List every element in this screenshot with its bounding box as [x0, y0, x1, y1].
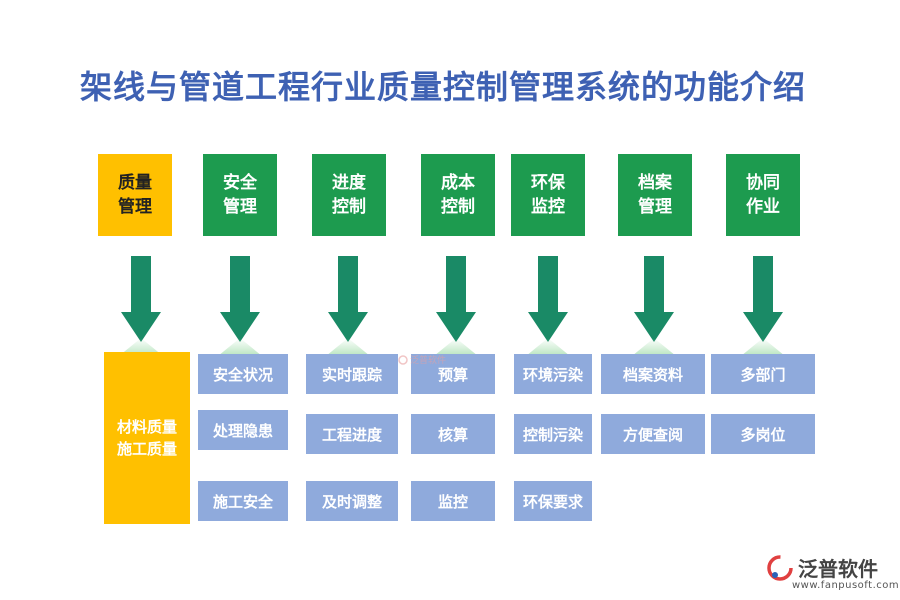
- sub-item: 处理隐患: [198, 410, 288, 450]
- header-line2: 控制: [441, 197, 475, 217]
- header-collaborative-work: 协同 作业: [726, 154, 800, 236]
- sub-item: 控制污染: [514, 414, 592, 454]
- brand-url: www.fanpusoft.com: [792, 580, 900, 591]
- header-line2: 作业: [746, 197, 780, 217]
- header-line1: 成本: [441, 173, 475, 193]
- down-arrow-icon: [528, 256, 568, 342]
- sub-item: 方便查阅: [601, 414, 705, 454]
- fanpu-logo-icon: [767, 554, 793, 581]
- sub-item: 预算: [411, 354, 495, 394]
- header-line2: 管理: [118, 197, 152, 217]
- header-line1: 档案: [638, 173, 672, 193]
- header-line1: 安全: [223, 173, 257, 193]
- watermark-text: 泛普软件: [410, 356, 447, 366]
- header-safety-management: 安全 管理: [203, 154, 277, 236]
- header-progress-control: 进度 控制: [312, 154, 386, 236]
- sub-item: 多部门: [711, 354, 815, 394]
- sub-item: 施工安全: [198, 481, 288, 521]
- down-arrow-icon: [121, 256, 161, 342]
- down-arrow-icon: [220, 256, 260, 342]
- watermark: 泛普软件: [398, 353, 446, 366]
- header-line2: 管理: [223, 197, 257, 217]
- watermark-logo-icon: [398, 354, 408, 365]
- header-quality-management: 质量 管理: [98, 154, 172, 236]
- down-arrow-icon: [634, 256, 674, 342]
- header-line1: 质量: [118, 173, 152, 193]
- page-title: 架线与管道工程行业质量控制管理系统的功能介绍: [80, 68, 807, 106]
- header-line2: 监控: [531, 197, 565, 217]
- header-archive-management: 档案 管理: [618, 154, 692, 236]
- quality-detail-line1: 材料质量: [116, 418, 177, 436]
- quality-detail-line2: 施工质量: [116, 440, 177, 458]
- sub-item: 监控: [411, 481, 495, 521]
- quality-detail-box: 材料质量 施工质量: [104, 352, 190, 524]
- sub-item: 安全状况: [198, 354, 288, 394]
- header-line1: 环保: [531, 173, 565, 193]
- header-environment-monitoring: 环保 监控: [511, 154, 585, 236]
- sub-item: 及时调整: [306, 481, 398, 521]
- header-line2: 管理: [638, 197, 672, 217]
- brand-name: 泛普软件: [798, 557, 878, 581]
- sub-item: 实时跟踪: [306, 354, 398, 394]
- header-line1: 协同: [746, 173, 780, 193]
- sub-item: 档案资料: [601, 354, 705, 394]
- sub-item: 环保要求: [514, 481, 592, 521]
- sub-item: 核算: [411, 414, 495, 454]
- down-arrow-icon: [743, 256, 783, 342]
- header-line1: 进度: [332, 173, 366, 193]
- down-arrow-icon: [436, 256, 476, 342]
- down-arrow-icon: [328, 256, 368, 342]
- sub-item: 工程进度: [306, 414, 398, 454]
- header-cost-control: 成本 控制: [421, 154, 495, 236]
- sub-item: 环境污染: [514, 354, 592, 394]
- header-line2: 控制: [332, 197, 366, 217]
- sub-item: 多岗位: [711, 414, 815, 454]
- brand-logo: 泛普软件: [766, 553, 878, 582]
